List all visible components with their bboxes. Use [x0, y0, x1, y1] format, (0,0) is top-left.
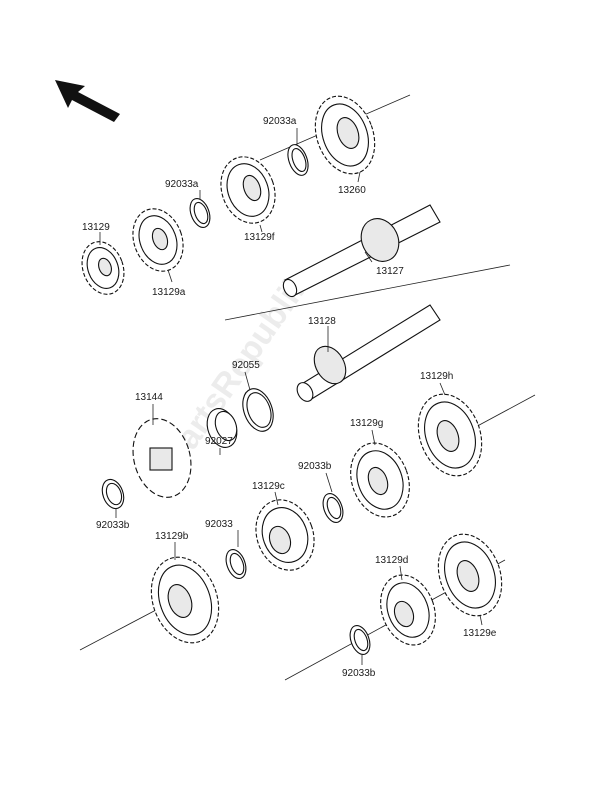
label-92033b-bottom: 92033b: [342, 668, 376, 679]
circlip-92033b-bottom[interactable]: [346, 623, 373, 657]
label-92033b-left: 92033b: [96, 520, 130, 531]
label-13129g: 13129g: [350, 418, 383, 429]
label-92027: 92027: [205, 436, 233, 447]
label-92033b-mid: 92033b: [298, 461, 332, 472]
part-labels: 92033a 13260 92033a 13129f 13129 13129a …: [82, 116, 497, 679]
label-13129f: 13129f: [244, 232, 275, 243]
shaft-13128[interactable]: [294, 304, 441, 404]
gear-13129b[interactable]: [140, 548, 230, 653]
label-13129d: 13129d: [375, 555, 408, 566]
label-13128: 13128: [308, 316, 336, 327]
gear-13129c[interactable]: [246, 492, 323, 579]
circlip-92033a-left[interactable]: [186, 196, 213, 230]
circlip-92033b-mid[interactable]: [319, 491, 346, 525]
gear-13129a[interactable]: [125, 202, 192, 279]
label-13260: 13260: [338, 185, 366, 196]
collar-92027[interactable]: [202, 404, 242, 451]
label-13129e: 13129e: [463, 628, 497, 639]
label-92055: 92055: [232, 360, 260, 371]
shaft-13127[interactable]: [281, 204, 441, 299]
oring-92055[interactable]: [237, 385, 278, 436]
circlip-92033a-top[interactable]: [284, 142, 312, 178]
circlip-92033b-left[interactable]: [98, 476, 127, 511]
label-92033a-top: 92033a: [263, 116, 297, 127]
leader-lines: [99, 128, 483, 665]
label-13129: 13129: [82, 222, 110, 233]
gear-13129[interactable]: [75, 236, 131, 300]
label-13129h: 13129h: [420, 371, 453, 382]
label-13129c: 13129c: [252, 481, 285, 492]
label-13127: 13127: [376, 266, 404, 277]
gear-13129h[interactable]: [407, 385, 492, 484]
label-13144: 13144: [135, 392, 163, 403]
sprocket-13144[interactable]: [125, 412, 200, 504]
label-13129a: 13129a: [152, 287, 186, 298]
gear-13129f[interactable]: [212, 149, 284, 231]
gear-13129d[interactable]: [371, 567, 444, 652]
label-13129b: 13129b: [155, 531, 189, 542]
gear-13129e[interactable]: [427, 525, 512, 624]
gear-13129g[interactable]: [341, 435, 420, 526]
label-92033: 92033: [205, 519, 233, 530]
circlip-92033[interactable]: [222, 547, 249, 581]
label-92033a-left: 92033a: [165, 179, 199, 190]
arrow-front-icon: [55, 80, 120, 122]
gear-13260[interactable]: [305, 88, 385, 182]
